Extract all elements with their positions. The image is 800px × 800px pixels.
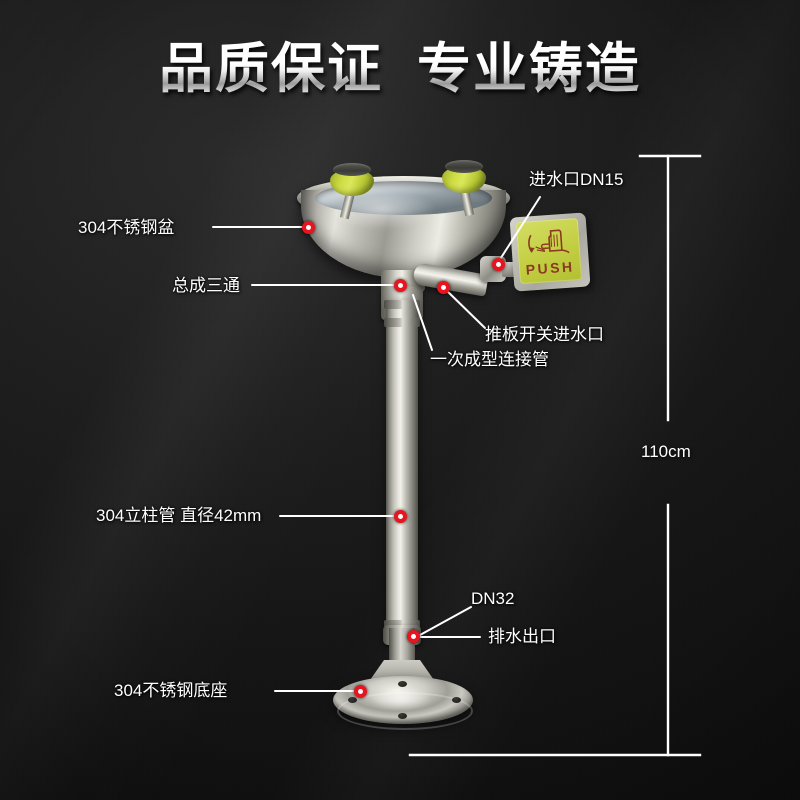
eyewash-nozzle-right <box>442 160 486 217</box>
marker-dot-tee <box>394 279 407 292</box>
base-bolt-hole <box>398 681 407 687</box>
base-bolt-hole <box>348 697 357 703</box>
eyewash-nozzle-left <box>330 163 374 220</box>
marker-dot-base <box>354 685 367 698</box>
callout-label-connect-pipe: 一次成型连接管 <box>430 350 549 369</box>
callout-label-tee: 总成三通 <box>172 276 240 295</box>
callout-label-column: 304立柱管 直径42mm <box>96 506 262 525</box>
marker-dot-push-valve <box>437 281 450 294</box>
push-plate[interactable]: PUSH <box>509 212 591 292</box>
callout-label-drain: 排水出口 <box>488 627 556 646</box>
marker-dot-drain <box>407 630 420 643</box>
column-band-upper <box>384 318 420 327</box>
push-hand-icon <box>528 229 570 254</box>
marker-dot-column <box>394 510 407 523</box>
page-title: 品质保证 专业铸造 <box>0 39 800 99</box>
nozzle-cap <box>333 163 371 176</box>
callout-label-basin: 304不锈钢盆 <box>78 218 175 237</box>
inlet-arm-pipe <box>412 262 489 297</box>
push-sticker: PUSH <box>515 217 583 285</box>
column-band-lower <box>384 620 420 629</box>
base-bolt-hole <box>452 697 461 703</box>
callout-label-inlet: 进水口DN15 <box>529 170 624 189</box>
marker-dot-inlet <box>492 258 505 271</box>
base-highlight <box>368 690 440 716</box>
support-column <box>386 300 418 630</box>
column-band-top <box>384 300 420 309</box>
callout-label-base: 304不锈钢底座 <box>114 681 228 700</box>
marker-dot-basin <box>302 221 315 234</box>
base-bolt-hole <box>398 713 407 719</box>
push-label: PUSH <box>525 258 576 278</box>
callout-label-push-valve: 推板开关进水口 <box>485 325 604 344</box>
callout-label-dn32: DN32 <box>471 589 515 608</box>
dimension-label-height: 110cm <box>641 442 691 461</box>
nozzle-cap <box>445 160 483 173</box>
